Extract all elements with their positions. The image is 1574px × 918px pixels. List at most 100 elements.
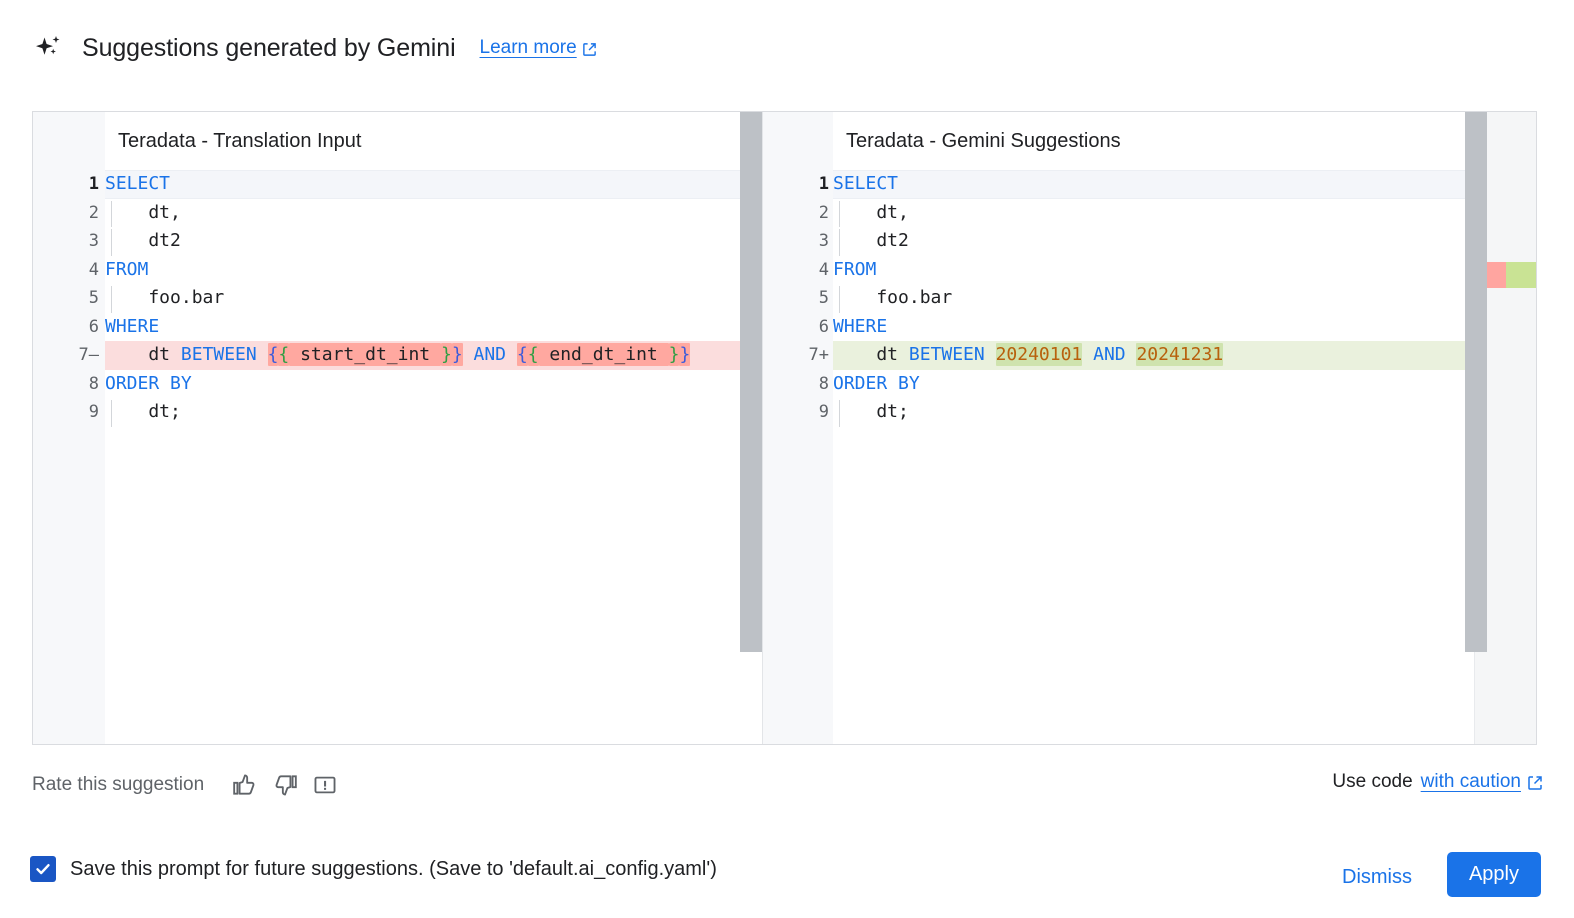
- code-token: dt,: [105, 201, 181, 223]
- code-token: start_dt_int: [289, 343, 441, 366]
- code-token: BETWEEN: [180, 344, 257, 365]
- code-token: dt: [833, 344, 909, 365]
- code-token: dt,: [833, 201, 909, 223]
- code-line: 2 dt,: [763, 199, 1536, 228]
- code-token: FROM: [105, 258, 149, 280]
- code-line-text: FROM: [833, 256, 1536, 285]
- code-token: }: [679, 343, 691, 366]
- line-number: 6: [818, 316, 829, 337]
- code-line: 1 SELECT: [33, 170, 762, 199]
- external-link-icon: [582, 41, 597, 56]
- use-code-prefix: Use code: [1332, 771, 1413, 792]
- code-token: foo.bar: [105, 287, 225, 308]
- dismiss-button[interactable]: Dismiss: [1332, 858, 1422, 897]
- code-line: 2 dt,: [33, 199, 762, 228]
- code-token: ORDER BY: [833, 372, 920, 394]
- code-line-text: dt BETWEEN 20240101 AND 20241231: [833, 341, 1536, 370]
- page-title: Suggestions generated by Gemini: [82, 33, 456, 62]
- code-line-text: SELECT: [833, 170, 1536, 199]
- code-token: ORDER BY: [105, 372, 192, 394]
- code-line-text: dt,: [833, 199, 1536, 228]
- code-line-text: FROM: [105, 256, 762, 285]
- line-number: 5: [88, 288, 99, 308]
- code-token: dt2: [105, 230, 181, 251]
- code-line-text: dt;: [105, 398, 762, 427]
- code-line-text: WHERE: [833, 313, 1536, 342]
- rate-suggestion-label: Rate this suggestion: [32, 774, 205, 795]
- gutter-background: [33, 112, 105, 744]
- diff-marker-green: [1506, 262, 1536, 288]
- code-line: 5 foo.bar: [763, 284, 1536, 313]
- line-number: 7—: [78, 345, 99, 365]
- code-token: [506, 344, 517, 365]
- save-prompt-label: Save this prompt for future suggestions.…: [70, 857, 717, 880]
- thumb-down-icon[interactable]: [270, 770, 300, 800]
- apply-button[interactable]: Apply: [1446, 852, 1541, 897]
- code-token: WHERE: [833, 315, 888, 337]
- line-number: 1: [818, 174, 829, 194]
- line-number: 1: [88, 174, 99, 194]
- rate-suggestion-row: Rate this suggestion: [32, 770, 350, 800]
- line-number: 5: [818, 288, 829, 308]
- code-token: dt;: [833, 401, 909, 422]
- with-caution-link[interactable]: with caution: [1421, 771, 1542, 793]
- code-token: [1082, 344, 1093, 365]
- code-token: {: [278, 343, 290, 366]
- code-line: 8 ORDER BY: [33, 370, 762, 399]
- line-number: 9: [88, 402, 99, 422]
- report-icon[interactable]: [310, 770, 340, 800]
- learn-more-link[interactable]: Learn more: [480, 37, 597, 59]
- code-token: }: [451, 343, 463, 366]
- editor-pane-input: Teradata - Translation Input 1 SELECT 2 dt…: [33, 112, 762, 744]
- panel-header: Suggestions generated by Gemini Learn mo…: [32, 26, 597, 70]
- code-line: 3 dt2: [763, 227, 1536, 256]
- pane-title-input: Teradata - Translation Input: [118, 130, 362, 152]
- code-token: [1126, 344, 1137, 365]
- code-token: dt;: [105, 401, 181, 422]
- line-number: 3: [818, 231, 829, 251]
- code-line-text: dt;: [833, 398, 1536, 427]
- code-line-text: dt2: [833, 227, 1536, 256]
- code-line-text: dt BETWEEN {{ start_dt_int }} AND {{ end…: [105, 341, 762, 370]
- line-number: 6: [88, 316, 99, 337]
- vertical-scrollbar-suggestions[interactable]: [1465, 112, 1487, 652]
- code-token: 20240101: [995, 343, 1083, 366]
- code-token: SELECT: [105, 173, 171, 194]
- code-token: }: [440, 343, 452, 366]
- pane-title-suggestions: Teradata - Gemini Suggestions: [846, 130, 1121, 152]
- line-number: 8: [818, 373, 829, 394]
- use-code-caution: Use code with caution: [1332, 771, 1542, 793]
- save-prompt-row: Save this prompt for future suggestions.…: [30, 856, 717, 882]
- line-number: 7+: [808, 345, 829, 365]
- code-line: 9 dt;: [33, 398, 762, 427]
- code-line-text: dt,: [105, 199, 762, 228]
- code-token: [985, 344, 996, 365]
- with-caution-label: with caution: [1420, 771, 1521, 792]
- line-number: 8: [88, 373, 99, 394]
- thumb-up-icon[interactable]: [230, 770, 260, 800]
- code-token: dt2: [833, 230, 909, 251]
- code-line-text: SELECT: [105, 170, 762, 199]
- learn-more-label: Learn more: [479, 37, 577, 58]
- code-line: 7— dt BETWEEN {{ start_dt_int }} AND {{ …: [33, 341, 762, 370]
- code-line: 9 dt;: [763, 398, 1536, 427]
- vertical-scrollbar-input[interactable]: [740, 112, 762, 652]
- code-token: }: [668, 343, 680, 366]
- code-token: BETWEEN: [908, 344, 985, 365]
- code-token: {: [267, 343, 279, 366]
- line-number: 3: [88, 231, 99, 251]
- line-number: 4: [818, 259, 829, 280]
- save-prompt-checkbox[interactable]: [30, 856, 56, 882]
- code-token: FROM: [833, 258, 877, 280]
- code-line-text: foo.bar: [833, 284, 1536, 313]
- code-line: 5 foo.bar: [33, 284, 762, 313]
- line-number: 4: [88, 259, 99, 280]
- sparkle-icon: [32, 31, 66, 65]
